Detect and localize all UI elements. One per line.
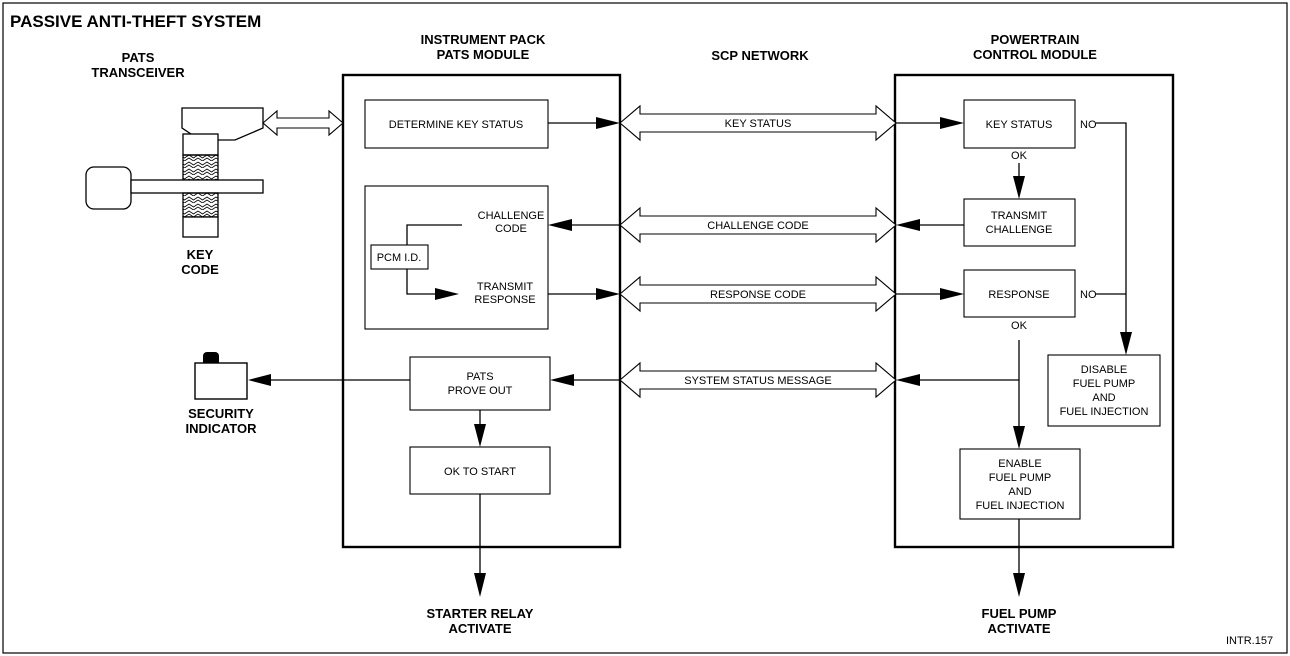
status-out-arrowhead bbox=[896, 374, 920, 386]
response-code-network-label: RESPONSE CODE bbox=[710, 289, 806, 301]
key-status-out-arrowhead bbox=[596, 117, 620, 129]
response-in-arrowhead bbox=[940, 288, 964, 300]
fuel-pump-activate-label-1: FUEL PUMP bbox=[982, 606, 1057, 621]
security-indicator-label-2: INDICATOR bbox=[185, 421, 257, 436]
pats-prove-out-label-2: PROVE OUT bbox=[448, 385, 513, 397]
challenge-code-label-1: CHALLENGE bbox=[478, 210, 545, 222]
scp-network-heading: SCP NETWORK bbox=[711, 48, 809, 63]
transceiver-coil-lower bbox=[182, 192, 219, 218]
transceiver-link-arrow bbox=[262, 109, 344, 137]
pcm-id-arrowhead bbox=[435, 288, 459, 300]
key-code-label-2: CODE bbox=[181, 262, 219, 277]
transceiver-collar-bottom bbox=[182, 216, 219, 238]
response-out-arrowhead bbox=[596, 288, 620, 300]
diagram-title: PASSIVE ANTI-THEFT SYSTEM bbox=[10, 12, 261, 31]
pcm-key-status-box bbox=[963, 99, 1076, 149]
pcm-heading-1: POWERTRAIN bbox=[991, 32, 1080, 47]
transceiver-coil-upper bbox=[182, 154, 219, 181]
transceiver-collar-top bbox=[182, 133, 219, 156]
pats-prove-out-box bbox=[409, 356, 551, 411]
pats-transceiver bbox=[85, 107, 264, 238]
key-code-label-1: KEY bbox=[187, 247, 214, 262]
instrument-pack-heading-1: INSTRUMENT PACK bbox=[421, 32, 546, 47]
fuel-pump-activate-label-2: ACTIVATE bbox=[987, 621, 1050, 636]
status-in-arrowhead bbox=[550, 374, 574, 386]
starter-relay-label-2: ACTIVATE bbox=[448, 621, 511, 636]
ok-path-arrowhead bbox=[1013, 426, 1025, 449]
challenge-in-arrowhead bbox=[548, 219, 572, 231]
no-path-line bbox=[1096, 122, 1127, 333]
pcm-id-box bbox=[370, 244, 429, 270]
enable-fuel-box bbox=[959, 448, 1081, 520]
prove-out-to-ok-arrowhead bbox=[474, 424, 486, 447]
disable-label-3: AND bbox=[1092, 392, 1115, 404]
challenge-code-network-label: CHALLENGE CODE bbox=[707, 220, 808, 232]
key-status-network-label: KEY STATUS bbox=[725, 118, 792, 130]
pcm-response-label: RESPONSE bbox=[988, 289, 1049, 301]
system-status-network-label: SYSTEM STATUS MESSAGE bbox=[684, 375, 832, 387]
transceiver-housing bbox=[181, 107, 264, 141]
figure-reference: INTR.157 bbox=[1226, 635, 1273, 647]
no-label-response: NO bbox=[1080, 289, 1097, 301]
disable-label-2: FUEL PUMP bbox=[1073, 378, 1136, 390]
transmit-challenge-box bbox=[963, 198, 1076, 247]
enable-label-2: FUEL PUMP bbox=[989, 472, 1052, 484]
pcm-key-status-label: KEY STATUS bbox=[986, 119, 1053, 131]
security-indicator-label-1: SECURITY bbox=[188, 406, 254, 421]
instrument-pack-heading-2: PATS MODULE bbox=[437, 47, 530, 62]
key-head bbox=[85, 166, 132, 210]
challenge-code-label-2: CODE bbox=[495, 223, 527, 235]
transmit-challenge-label-1: TRANSMIT bbox=[991, 210, 1048, 222]
enable-label-3: AND bbox=[1008, 486, 1031, 498]
disable-label-4: FUEL INJECTION bbox=[1060, 406, 1149, 418]
ok-to-start-box bbox=[409, 446, 551, 495]
no-path-arrowhead bbox=[1120, 332, 1132, 355]
pcm-id-label: PCM I.D. bbox=[377, 252, 422, 264]
ok-label-response: OK bbox=[1011, 320, 1028, 332]
challenge-out-arrowhead bbox=[896, 219, 920, 231]
enable-label-1: ENABLE bbox=[998, 458, 1041, 470]
pcm-response-box bbox=[963, 269, 1076, 318]
disable-label-1: DISABLE bbox=[1081, 364, 1127, 376]
ok-to-start-label: OK TO START bbox=[444, 466, 516, 478]
enable-label-4: FUEL INJECTION bbox=[976, 500, 1065, 512]
transmit-response-label-1: TRANSMIT bbox=[477, 281, 534, 293]
starter-relay-label-1: STARTER RELAY bbox=[427, 606, 534, 621]
transceiver-heading-2: TRANSCEIVER bbox=[91, 65, 185, 80]
ok-to-challenge-arrowhead bbox=[1013, 176, 1025, 199]
security-indicator-lamp bbox=[194, 352, 248, 400]
pcm-id-connector bbox=[406, 224, 462, 295]
determine-key-status-box bbox=[364, 99, 549, 149]
transmit-response-label-2: RESPONSE bbox=[474, 294, 535, 306]
indicator-arrowhead bbox=[248, 374, 271, 386]
pats-prove-out-label-1: PATS bbox=[466, 371, 493, 383]
transceiver-heading-1: PATS bbox=[122, 50, 155, 65]
starter-relay-arrowhead bbox=[474, 573, 486, 597]
no-label-key-status: NO bbox=[1080, 119, 1097, 131]
key-shaft bbox=[130, 179, 264, 194]
pcm-heading-2: CONTROL MODULE bbox=[973, 47, 1097, 62]
disable-fuel-box bbox=[1047, 354, 1161, 427]
ok-label-key-status: OK bbox=[1011, 150, 1028, 162]
transmit-challenge-label-2: CHALLENGE bbox=[986, 224, 1053, 236]
determine-key-status-label: DETERMINE KEY STATUS bbox=[389, 119, 523, 131]
key-status-in-arrowhead bbox=[940, 117, 964, 129]
fuel-pump-activate-arrowhead bbox=[1013, 573, 1025, 597]
